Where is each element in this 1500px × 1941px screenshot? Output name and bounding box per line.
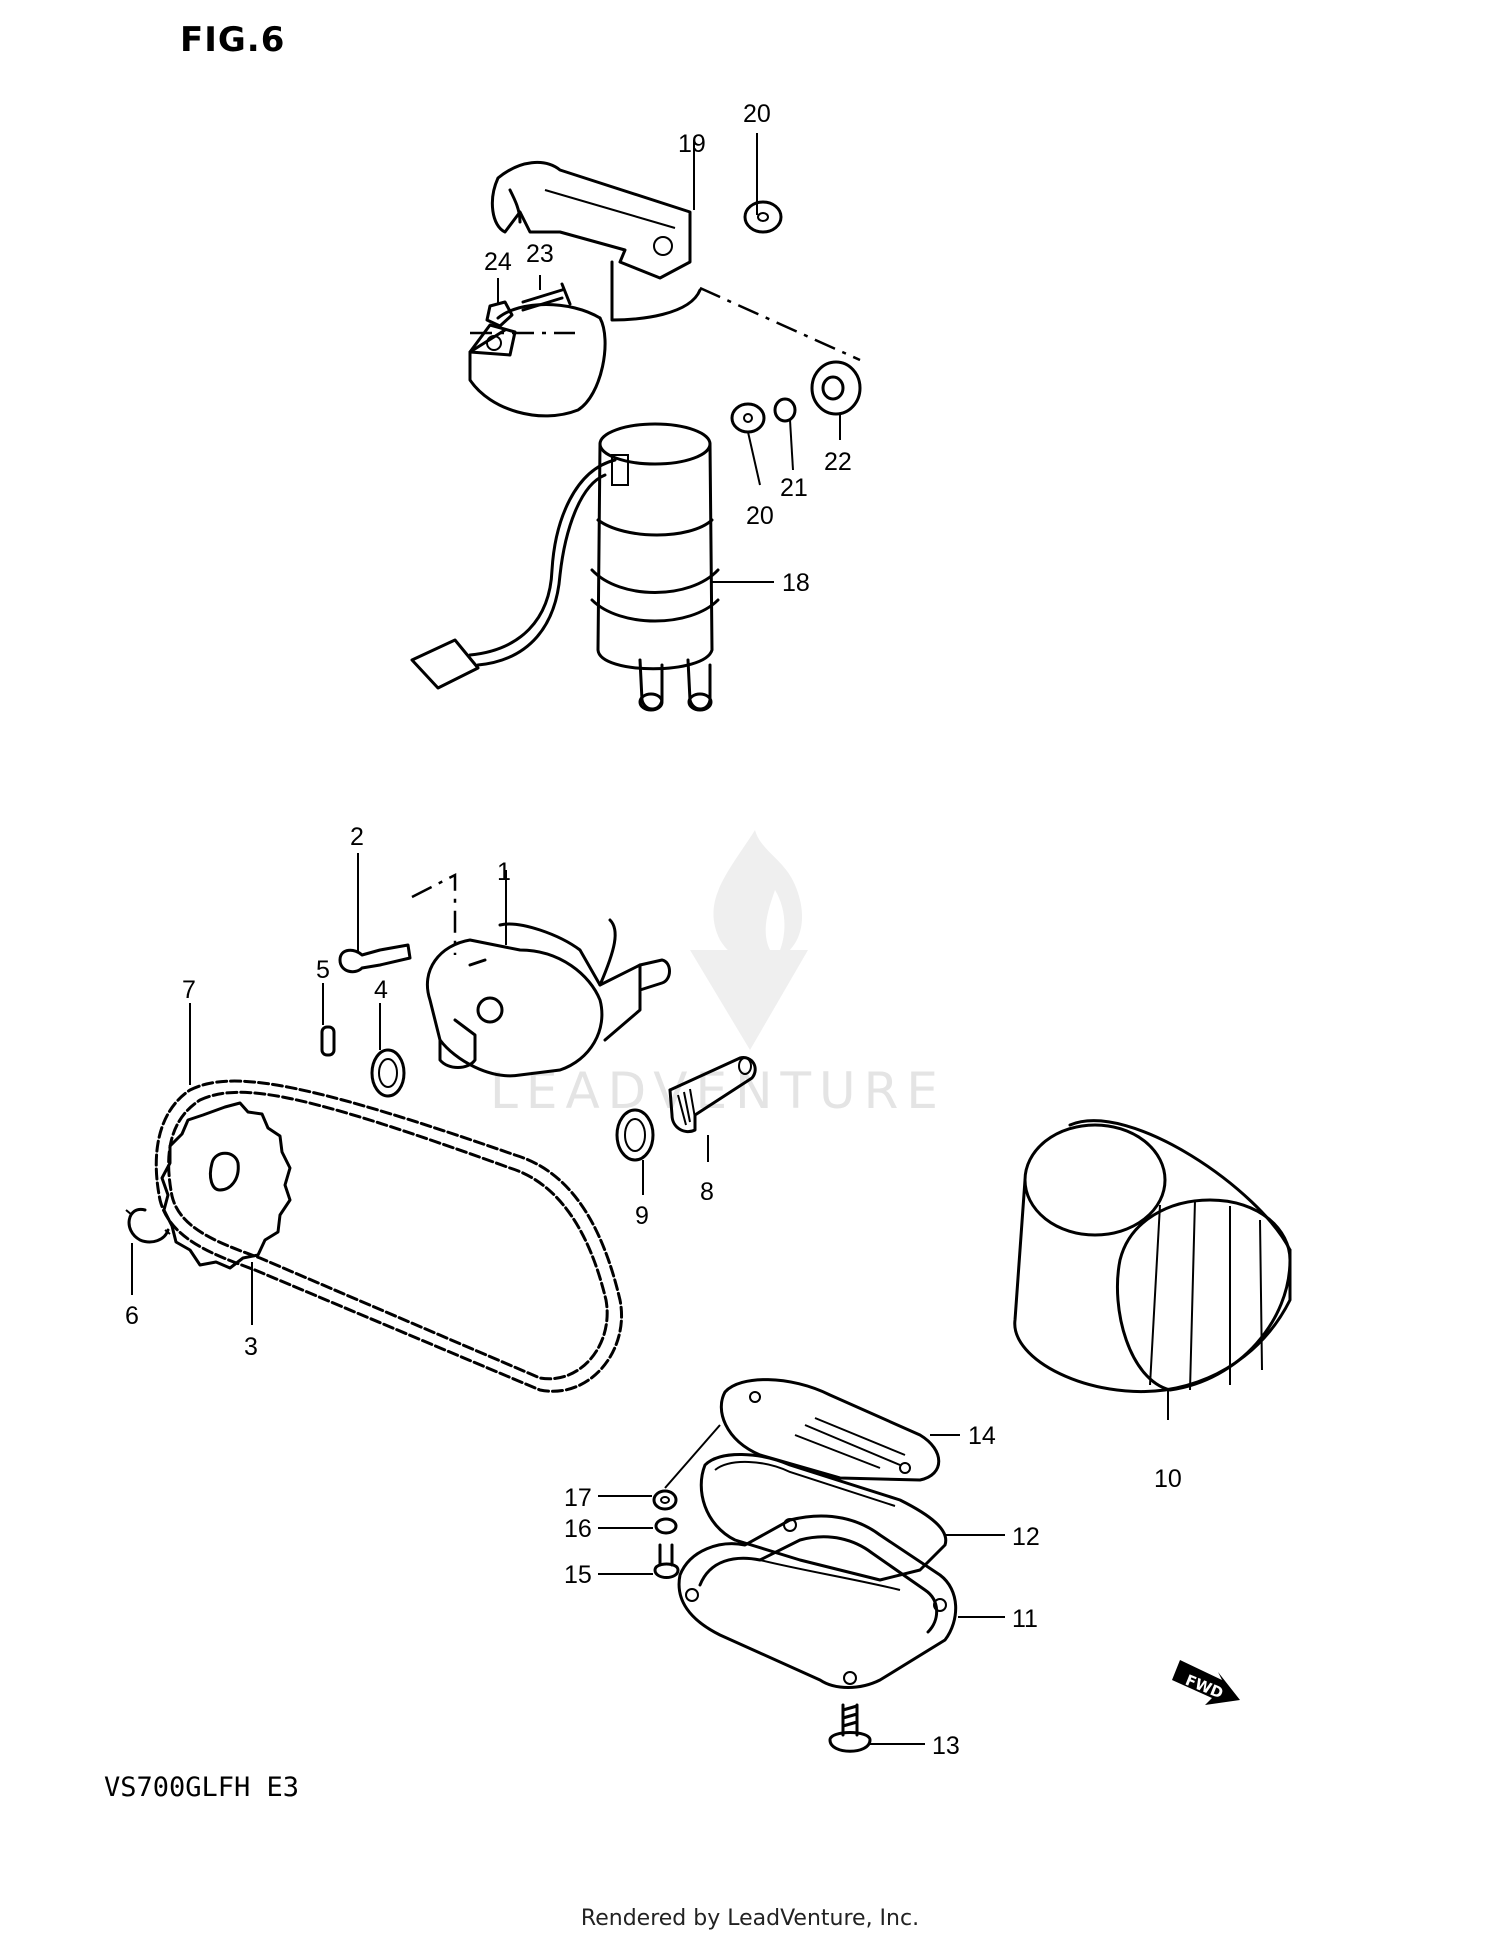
oil-pump-bolt-2 — [338, 943, 412, 974]
watermark-text: LEADVENTURE — [490, 1062, 946, 1120]
callout-11: 11 — [1012, 1605, 1038, 1633]
watermark-v-icon — [690, 950, 808, 1050]
circlip-6 — [125, 1207, 171, 1244]
callout-15: 15 — [564, 1561, 592, 1589]
callout-12: 12 — [1012, 1523, 1040, 1551]
callout-labels: 1 2 3 4 5 6 7 8 9 10 11 12 13 14 15 16 1… — [125, 100, 1182, 1760]
callout-9: 9 — [635, 1202, 649, 1230]
watermark: LEADVENTURE — [490, 830, 946, 1120]
callout-10: 10 — [1154, 1465, 1182, 1493]
bracket-bolt-23 — [521, 282, 572, 312]
fuel-pump — [410, 422, 720, 712]
render-credit: Rendered by LeadVenture, Inc. — [580, 1906, 920, 1931]
drive-chain-7 — [154, 1079, 623, 1393]
callout-24: 24 — [484, 248, 512, 276]
callout-17: 17 — [564, 1484, 592, 1512]
callout-16: 16 — [564, 1515, 592, 1543]
oil-pan-cover-11 — [677, 1514, 958, 1689]
strainer-14 — [719, 1378, 941, 1482]
oil-filter-union-8 — [668, 1056, 757, 1134]
callout-19: 19 — [678, 130, 706, 158]
model-code: VS700GLFH E3 — [104, 1772, 300, 1803]
callout-8: 8 — [700, 1178, 714, 1206]
oil-pump-sprocket-3 — [160, 1101, 292, 1270]
collar-21 — [773, 397, 797, 423]
callout-23: 23 — [526, 240, 554, 268]
assembly-line-22 — [699, 286, 861, 362]
assembly-line-17 — [664, 1424, 721, 1489]
callout-2: 2 — [350, 823, 364, 851]
callout-7: 7 — [182, 976, 196, 1004]
lock-washer-16 — [654, 1517, 678, 1535]
washer-20-lower — [730, 402, 766, 434]
oil-filter-10 — [1013, 1119, 1292, 1393]
assembly-line-2 — [411, 872, 457, 955]
oil-pump — [425, 918, 671, 1078]
callout-14: 14 — [968, 1422, 996, 1450]
callout-6: 6 — [125, 1302, 139, 1330]
cushion-grommet-22 — [810, 360, 862, 416]
washer-20-top — [743, 200, 783, 234]
watermark-flame-icon — [713, 830, 803, 961]
callout-1: 1 — [497, 858, 511, 886]
callout-20-top: 20 — [743, 100, 771, 128]
callout-22: 22 — [824, 448, 852, 476]
strainer-bolt-15 — [653, 1543, 680, 1579]
callout-18: 18 — [782, 569, 810, 597]
union-o-ring-9 — [615, 1108, 655, 1162]
fwd-arrow-icon: FWD — [1172, 1660, 1240, 1705]
callout-13: 13 — [932, 1732, 960, 1760]
cover-bolt-13 — [828, 1703, 872, 1753]
figure-title: FIG.6 — [180, 20, 286, 60]
o-ring-4 — [370, 1048, 406, 1098]
fuel-pump-bracket — [490, 160, 702, 322]
dowel-pin-5 — [320, 1025, 336, 1057]
cover-gasket-12 — [699, 1453, 948, 1582]
callout-5: 5 — [316, 956, 330, 984]
bracket-nut-24 — [485, 300, 514, 328]
washer-small-17 — [652, 1489, 678, 1511]
callout-20-lower: 20 — [746, 502, 774, 530]
callout-4: 4 — [374, 976, 388, 1004]
callout-21: 21 — [780, 474, 808, 502]
callout-3: 3 — [244, 1333, 258, 1361]
leader-lines — [131, 133, 1169, 1745]
